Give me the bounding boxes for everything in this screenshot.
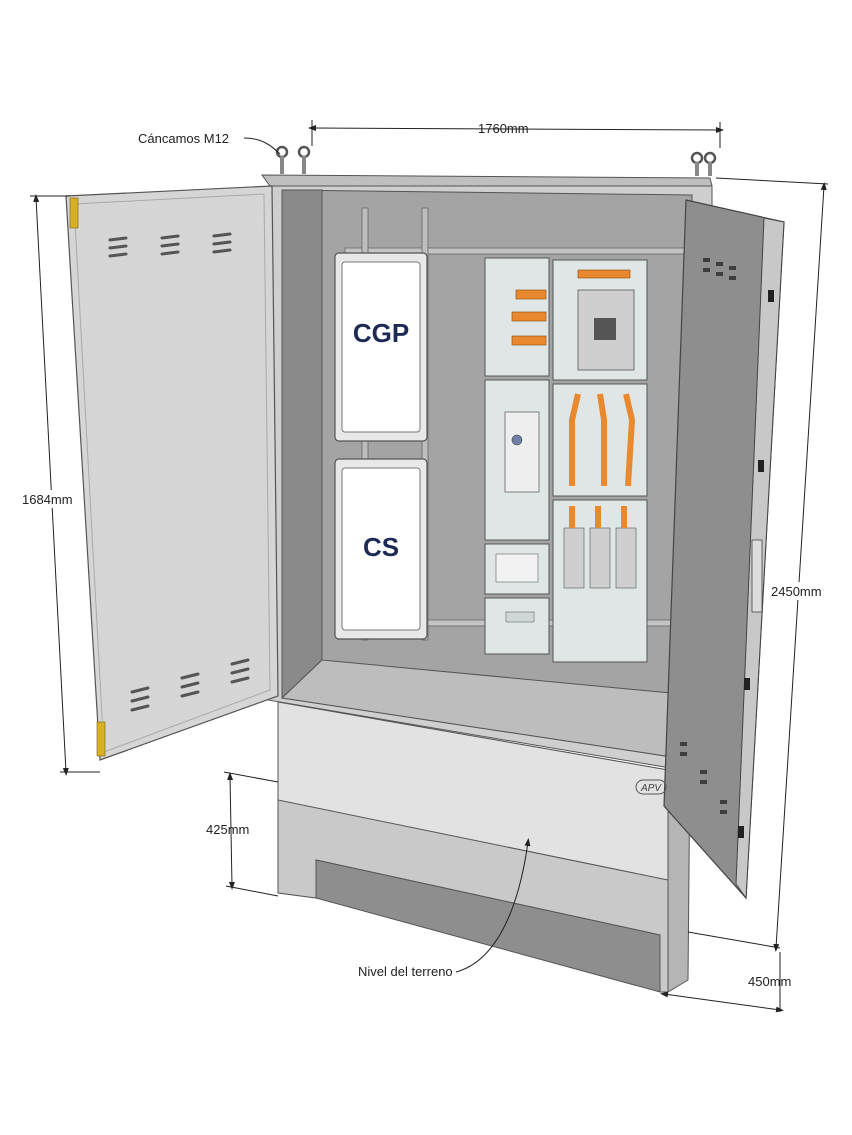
brand-text: APV (640, 783, 662, 794)
cs-panel: CS (334, 458, 428, 640)
total-height-label: 2450mm (771, 584, 822, 599)
modules-right-column (552, 259, 648, 663)
dimension-lines (30, 120, 829, 1013)
cgp-panel: CGP (334, 252, 428, 442)
modules-left-column (484, 257, 550, 655)
right-door-vents-bottom (680, 742, 727, 814)
depth-label: 450mm (748, 974, 791, 989)
eyebolts (275, 145, 717, 176)
left-door (65, 185, 279, 761)
width-label: 1760mm (478, 121, 529, 136)
right-door (663, 199, 785, 900)
left-door-vents-bottom (130, 658, 250, 712)
brand-logo: APV (635, 779, 667, 795)
cs-label: CS (363, 532, 399, 562)
plinth (277, 701, 691, 993)
plinth-height-label: 425mm (206, 822, 249, 837)
cgp-label: CGP (353, 318, 409, 348)
door-height-label: 1684mm (22, 492, 73, 507)
right-door-vents-top (703, 258, 736, 280)
left-door-vents-top (108, 232, 232, 258)
ground-level-label: Nivel del terreno (358, 964, 453, 979)
dimension-labels: Cáncamos M12 1760mm 1684mm 2450mm 425mm … (18, 121, 826, 989)
eyebolts-label: Cáncamos M12 (138, 131, 229, 146)
